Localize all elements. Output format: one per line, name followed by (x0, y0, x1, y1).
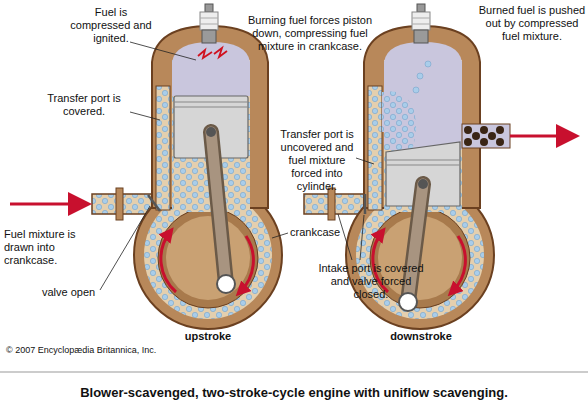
spark-plug (412, 12, 430, 30)
stroke-label: downstroke (376, 330, 466, 343)
leader-line (272, 233, 288, 238)
transfer-channel (368, 86, 382, 210)
reed-valve (364, 194, 367, 214)
crank-pin (217, 275, 235, 293)
combustion-chamber (172, 42, 250, 96)
callout-label: Transfer port is covered. (30, 92, 138, 118)
rotation-arrow (161, 232, 176, 292)
intake-flow-arrow (10, 203, 86, 206)
intake-flange (116, 188, 123, 220)
incoming-mixture (384, 91, 416, 150)
callout-label: Burned fuel is pushed out by compressed … (478, 4, 586, 43)
wrist-pin (418, 179, 428, 189)
callout-label: Fuel mixture is drawn into crankcase. (4, 228, 96, 267)
transfer-port (382, 92, 386, 132)
upstroke-engine (10, 4, 282, 329)
leader-line (130, 42, 196, 60)
spark-plug (414, 30, 428, 43)
mixture-bubble (417, 73, 423, 79)
exhaust-gas (488, 132, 496, 140)
crank-disc (158, 208, 258, 308)
rotation-arrow (240, 236, 253, 292)
stroke-label: upstroke (166, 330, 250, 343)
spark-plug (412, 18, 430, 19)
wrist-pin (206, 127, 216, 137)
exhaust-gas (480, 126, 488, 134)
spark-plug (417, 4, 425, 12)
caption-rule (0, 372, 588, 373)
piston-ring (174, 107, 248, 108)
reed-valve (148, 195, 160, 211)
mixture-bubble (413, 87, 419, 93)
spark-plug (200, 24, 218, 25)
spark-plug (205, 4, 213, 12)
callout-label: Burning fuel forces piston down, compres… (238, 14, 382, 53)
callout-label: Fuel is compressed and ignited. (68, 6, 154, 45)
mixture-bubble (425, 61, 431, 67)
ignition-spark (198, 48, 227, 58)
connecting-rod (211, 132, 226, 284)
connecting-rod (211, 132, 226, 284)
exhaust-gas (472, 132, 480, 140)
downstroke-engine (304, 4, 574, 329)
leader-line (100, 206, 150, 290)
exhaust-port (462, 124, 510, 148)
callout-label: Intake port is covered and valve forced … (312, 262, 430, 301)
crank-pin (399, 293, 417, 311)
spark-plug (200, 18, 218, 19)
exhaust-gas (496, 126, 504, 134)
piston-ring (174, 102, 248, 103)
figure-caption: Blower-scavenged, two-stroke-cycle engin… (0, 385, 588, 400)
exhaust-gas (464, 126, 472, 134)
leader-line (360, 215, 364, 260)
leader-line (130, 112, 160, 120)
exhaust-flow-arrow (510, 135, 574, 138)
leader-line (356, 158, 374, 164)
spark-plug (412, 24, 430, 25)
intake-flange (328, 188, 335, 220)
copyright-note: © 2007 Encyclopædia Britannica, Inc. (6, 345, 226, 356)
callout-label: Transfer port is uncovered and fuel mixt… (272, 128, 362, 193)
cylinder-chamber (384, 42, 462, 150)
exhaust-gas (496, 138, 504, 146)
spark-plug (200, 12, 218, 30)
exhaust-gas (464, 138, 472, 146)
exhaust-gas (480, 138, 488, 146)
piston-ring (386, 165, 460, 166)
spark-plug (202, 30, 216, 43)
crank-face (166, 216, 250, 300)
piston-ring (386, 160, 460, 161)
rotation-arrow (452, 236, 465, 292)
part-label: crankcase (290, 226, 354, 239)
leader-lines (100, 42, 374, 290)
callout-label: valve open (42, 286, 112, 299)
transfer-channel (156, 86, 170, 210)
